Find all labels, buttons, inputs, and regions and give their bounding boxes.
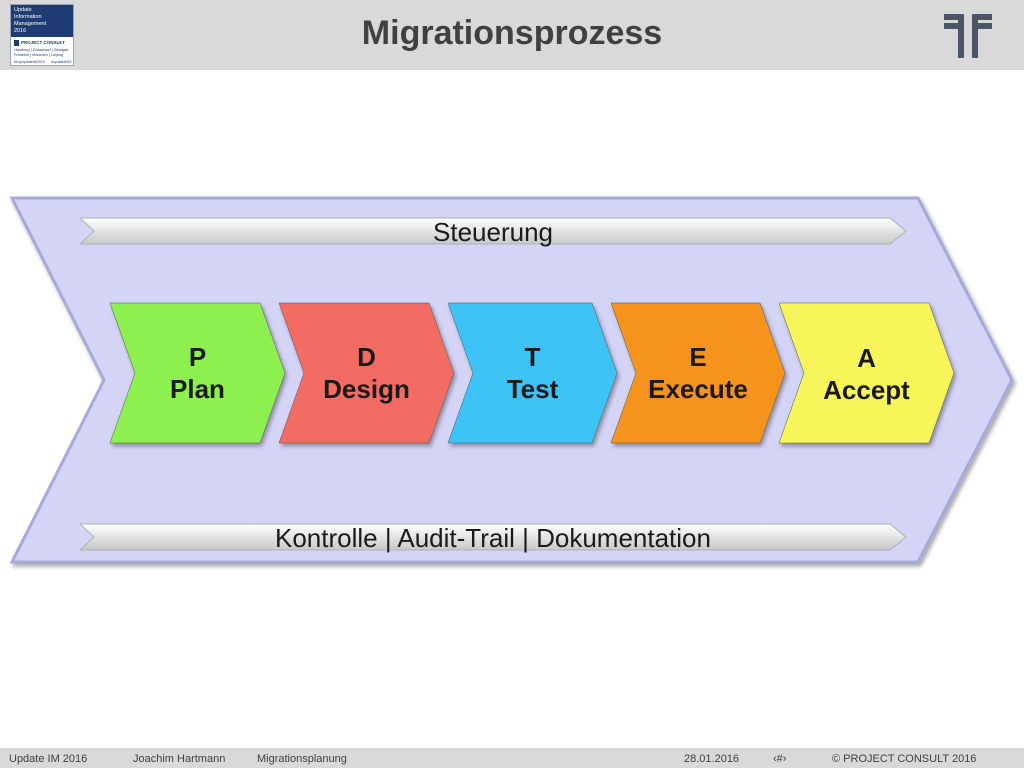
kontrolle-label: Kontrolle | Audit-Trail | Dokumentation [275,523,711,553]
badge-hashtag: #updateIM16 [51,60,72,64]
step-test-label: T Test [473,341,592,405]
chevron-plan [109,302,286,444]
footer-bar: Update IM 2016 Joachim Hartmann Migratio… [0,748,1024,768]
step-accept-label: A Accept [804,342,929,406]
badge-line: Information [14,14,42,20]
footer-author: Joachim Hartmann [133,753,226,765]
chevron-test [447,302,618,444]
step-name: Plan [170,374,225,404]
badge-city-line: Hamburg | Düsseldorf | Stuttgart [14,48,69,52]
footer-copyright: © PROJECT CONSULT 2016 [832,753,977,765]
chevron-design [278,302,455,444]
badge-city-line: Frankfurt | München | Leipzig [14,53,64,57]
footer-topic: Migrationsplanung [257,753,347,765]
badge-brand: PROJECT CONSULT [21,40,65,45]
step-name: Accept [823,375,910,405]
step-letter: P [188,342,207,372]
badge-cities: Hamburg | Düsseldorf | Stuttgart Frankfu… [14,48,68,58]
step-execute-label: E Execute [636,341,760,405]
badge-line: Update [14,7,32,13]
step-name: Test [506,374,559,404]
step-design-label: D Design [304,341,429,405]
footer-date: 28.01.2016 [684,753,740,765]
step-name: Design [323,374,410,404]
badge-logo-icon [14,40,19,46]
footer-event: Update IM 2016 [9,753,88,765]
page-title: Migrationsprozess [361,14,663,52]
badge-title-block: Update Information Management 2016 [11,5,73,37]
event-badge: Update Information Management 2016 PROJE… [10,4,74,66]
badge-link: bit.ly/updateIM2016 [14,60,45,64]
step-letter: A [857,343,876,373]
step-letter: D [357,342,376,372]
migration-process-diagram [9,196,1014,564]
chevron-execute [610,302,786,444]
step-name: Execute [648,374,748,404]
footer-page-number: ‹#› [773,753,787,765]
step-letter: T [524,342,541,372]
steuerung-label: Steuerung [433,217,553,247]
bottom-control-bar [78,523,907,551]
badge-line: Management [14,21,47,27]
chevron-accept [778,302,955,444]
header-bar: Update Information Management 2016 PROJE… [0,0,1024,70]
project-consult-logo-icon [944,14,992,58]
step-letter: E [689,342,707,372]
step-plan-label: P Plan [135,341,260,405]
top-control-bar [78,217,907,245]
badge-line: 2016 [14,28,27,34]
